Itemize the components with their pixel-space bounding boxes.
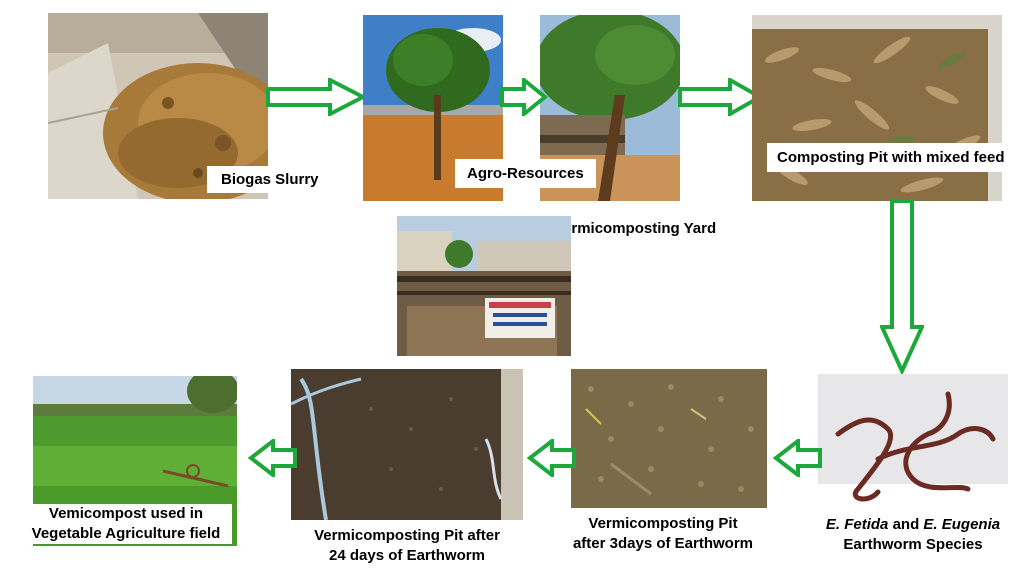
arrow-left-3 [248, 439, 298, 477]
pit-3-days-caption: Vermicomposting Pit after 3days of Earth… [563, 514, 763, 554]
arrow-right-1 [266, 78, 366, 116]
pit-24-line2: 24 days of Earthworm [329, 547, 485, 564]
mango-tree-photo [363, 15, 503, 201]
composting-pit-label: Composting Pit with mixed feed [767, 143, 1015, 172]
species-2: E. Eugenia [923, 516, 1001, 533]
field-caption: Vemicompost used in Vegetable Agricultur… [20, 504, 232, 544]
arrow-left-2 [527, 439, 577, 477]
agro-resources-label: Agro-Resources [455, 159, 596, 188]
species-1: E. Fetida [825, 516, 889, 533]
species-and: and [888, 516, 924, 533]
dry-leaves-pit-photo [752, 15, 1002, 201]
pit-3-days-photo [571, 369, 767, 508]
arrow-down [880, 199, 924, 374]
earthworms-photo [818, 374, 1008, 508]
pit-3-line1: Vermicomposting Pit [588, 515, 738, 532]
pit-24-days-photo [291, 369, 523, 520]
arrow-left-1 [773, 439, 823, 477]
pit-24-line1: Vermicomposting Pit after [314, 527, 500, 544]
vermicomposting-yard-photo [397, 216, 571, 356]
pit-3-line2: after 3days of Earthworm [572, 535, 754, 552]
field-line2: Vegetable Agriculture field [31, 525, 221, 542]
arrow-right-2 [500, 78, 548, 116]
field-line1: Vemicompost used in [48, 505, 204, 522]
pit-24-days-caption: Vermicomposting Pit after 24 days of Ear… [292, 526, 522, 566]
arrow-right-3 [678, 78, 763, 116]
biogas-slurry-label: Biogas Slurry [207, 166, 333, 193]
species-line2: Earthworm Species [843, 536, 983, 553]
earthworm-species-caption: E. Fetida and E. Eugenia Earthworm Speci… [805, 515, 1021, 555]
